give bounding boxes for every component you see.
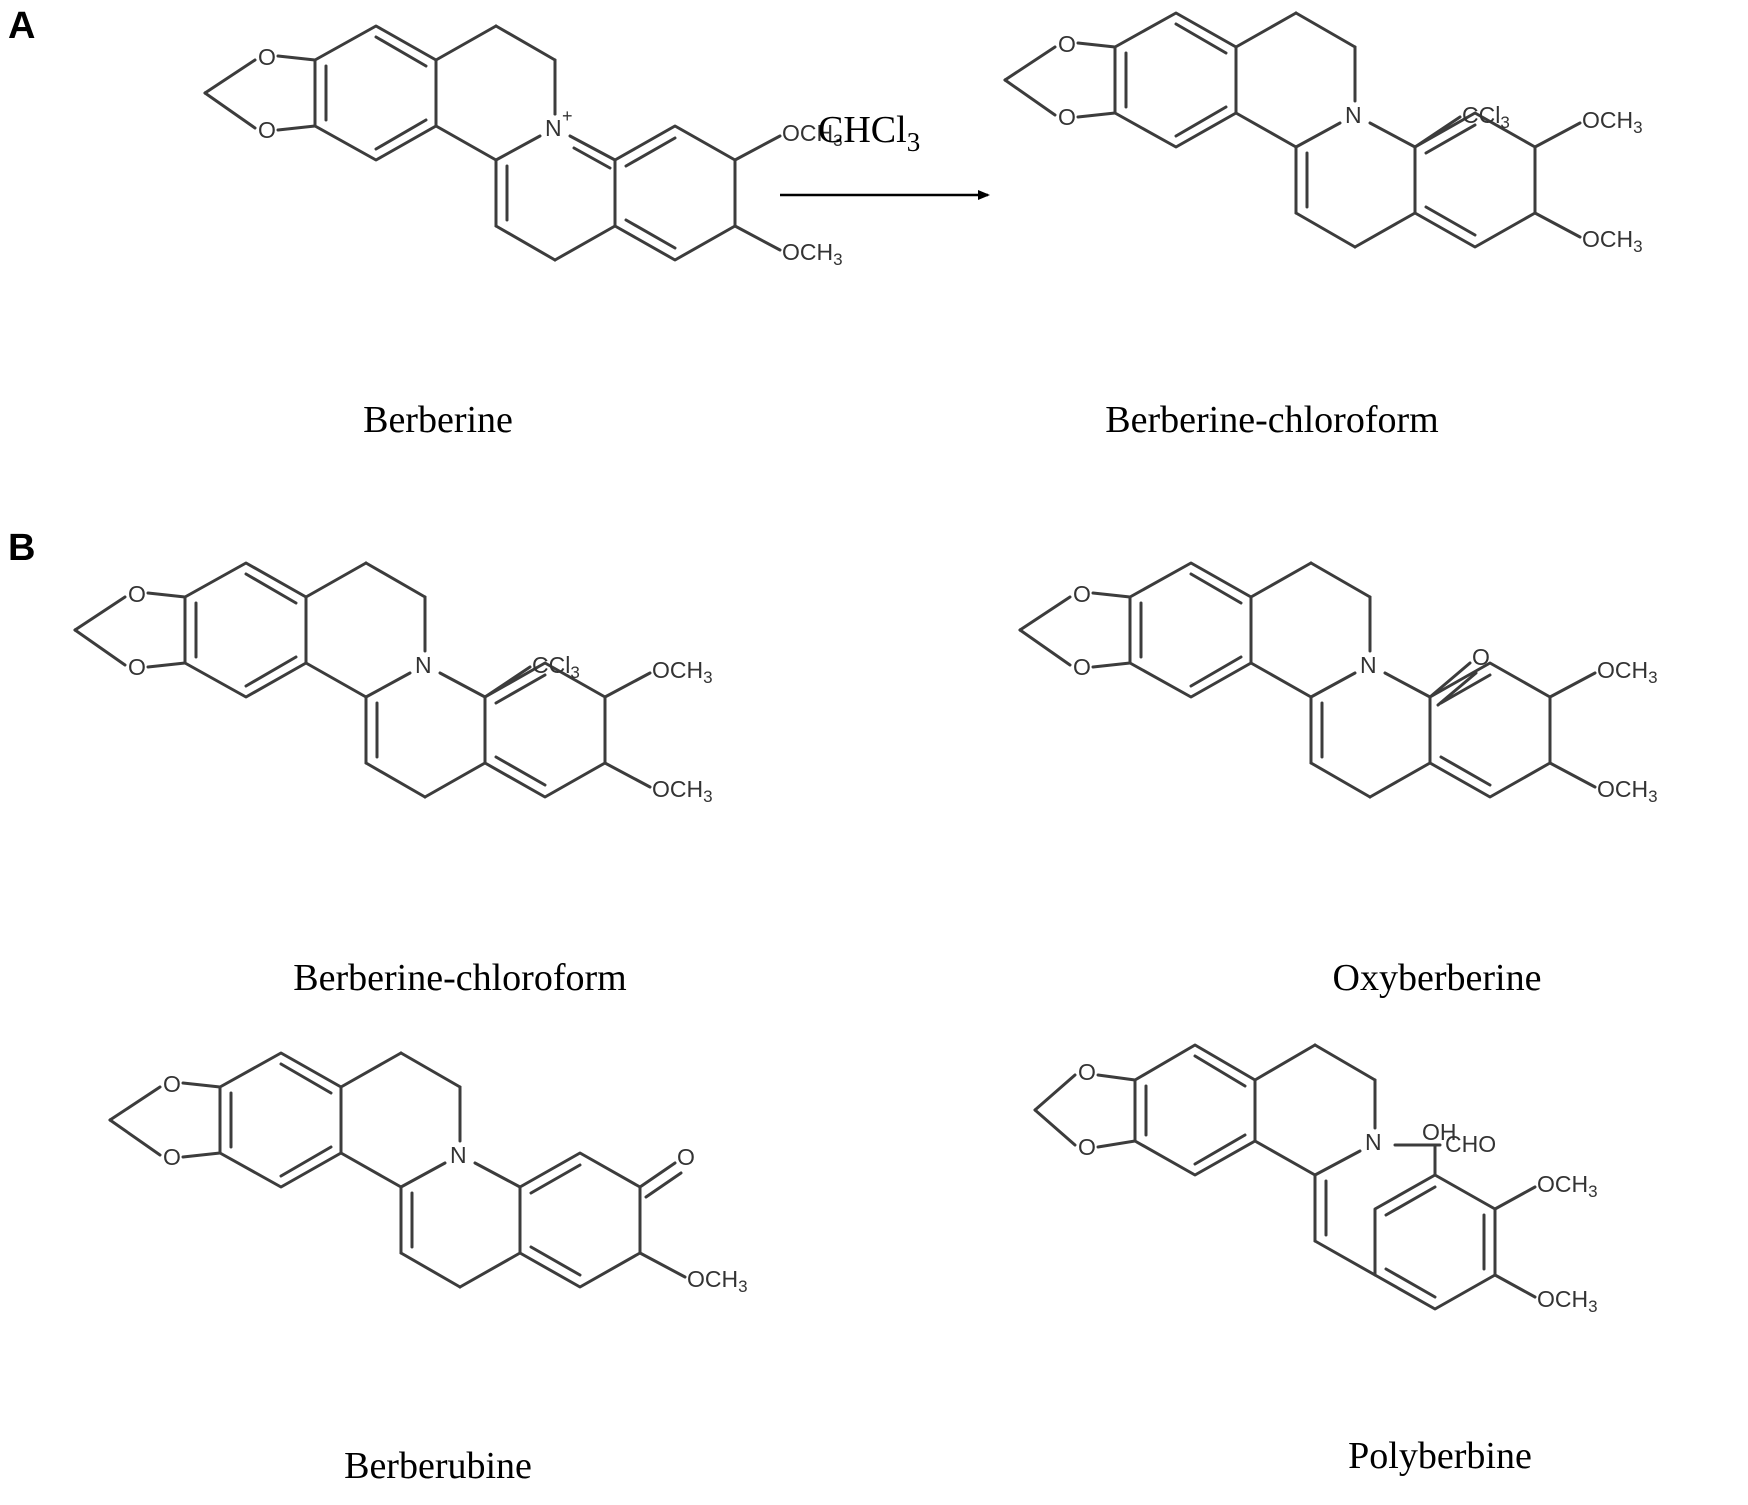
berberine-charge: + [562,106,573,126]
poly-ome2: OCH3 [1537,1286,1598,1316]
bca-ome2: OCH3 [1582,226,1643,256]
poly-cho: CHO [1445,1131,1496,1157]
bca-o1: O [1058,31,1076,57]
berberubine-carbonyl-o: O [677,1144,695,1170]
molecule-berberine-chloroform-b: O O N CCl3 OCH3 OCH3 [73,561,713,806]
berberine-ome1: OCH3 [782,120,843,150]
panel-label-b: B [8,527,35,569]
bcb-ccl3: CCl3 [532,652,580,682]
berberubine-o1: O [163,1071,181,1097]
bca-ome1: OCH3 [1582,107,1643,137]
molecule-oxyberberine: O O N O OCH3 OCH3 [1018,561,1658,806]
oxyberberine-name: Oxyberberine [1333,957,1542,999]
poly-o2: O [1078,1134,1096,1160]
berberine-chloroform-b-name: Berberine-chloroform [293,957,626,999]
berberine-o2: O [258,117,276,143]
molecule-berberubine: O O N O OCH3 [108,1051,748,1296]
berberubine-o2: O [163,1144,181,1170]
berberine-ome2: OCH3 [782,239,843,269]
poly-ome1: OCH3 [1537,1171,1598,1201]
berberine-labels: O O N + OCH3 OCH3 [258,44,843,269]
oxy-ome1: OCH3 [1597,657,1658,687]
berberubine-nitrogen: N [450,1142,467,1168]
poly-o1: O [1078,1059,1096,1085]
berberine-o1: O [258,44,276,70]
bcb-o2: O [128,654,146,680]
poly-nitrogen: N [1365,1129,1382,1155]
oxy-o1: O [1073,581,1091,607]
bcb-ome1: OCH3 [652,657,713,687]
oxy-o2: O [1073,654,1091,680]
molecule-polyberbine: O O N CHO OH OCH3 OCH3 [1033,1043,1598,1316]
bcb-o1: O [128,581,146,607]
oxy-ome2: OCH3 [1597,776,1658,806]
bca-ccl3: CCl3 [1462,102,1510,132]
oxy-nitrogen: N [1360,652,1377,678]
berberine-nitrogen: N [545,115,562,141]
reagent-chcl3: CHCl3 [818,109,920,157]
bcb-nitrogen: N [415,652,432,678]
bcb-ome2: OCH3 [652,776,713,806]
berberubine-name: Berberubine [344,1445,532,1487]
berberine-name: Berberine [363,399,513,441]
bca-nitrogen: N [1345,102,1362,128]
polyberbine-name: Polyberbine [1348,1435,1532,1477]
bca-o2: O [1058,104,1076,130]
berberubine-ome: OCH3 [687,1266,748,1296]
panel-label-a: A [8,5,35,47]
berberine-chloroform-a-name: Berberine-chloroform [1105,399,1438,441]
oxy-carbonyl-o: O [1472,644,1490,670]
poly-oh: OH [1422,1119,1457,1145]
molecule-berberine: O O N + OCH3 OCH3 [203,24,843,269]
molecule-berberine-chloroform-a: O O N CCl3 OCH3 OCH3 [1003,11,1643,256]
